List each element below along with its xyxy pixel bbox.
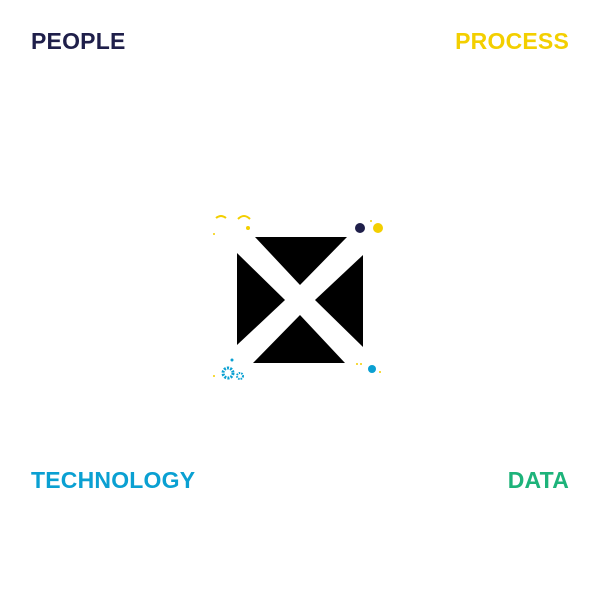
people-label: PEOPLE [31,28,126,54]
data-label: DATA [507,467,569,493]
technology-label: TECHNOLOGY [31,467,196,493]
data-dot-icon [356,363,381,373]
gears-icon [213,358,244,380]
people-icon [213,215,251,235]
process-label: PROCESS [455,28,569,54]
process-dots-icon [355,220,383,233]
